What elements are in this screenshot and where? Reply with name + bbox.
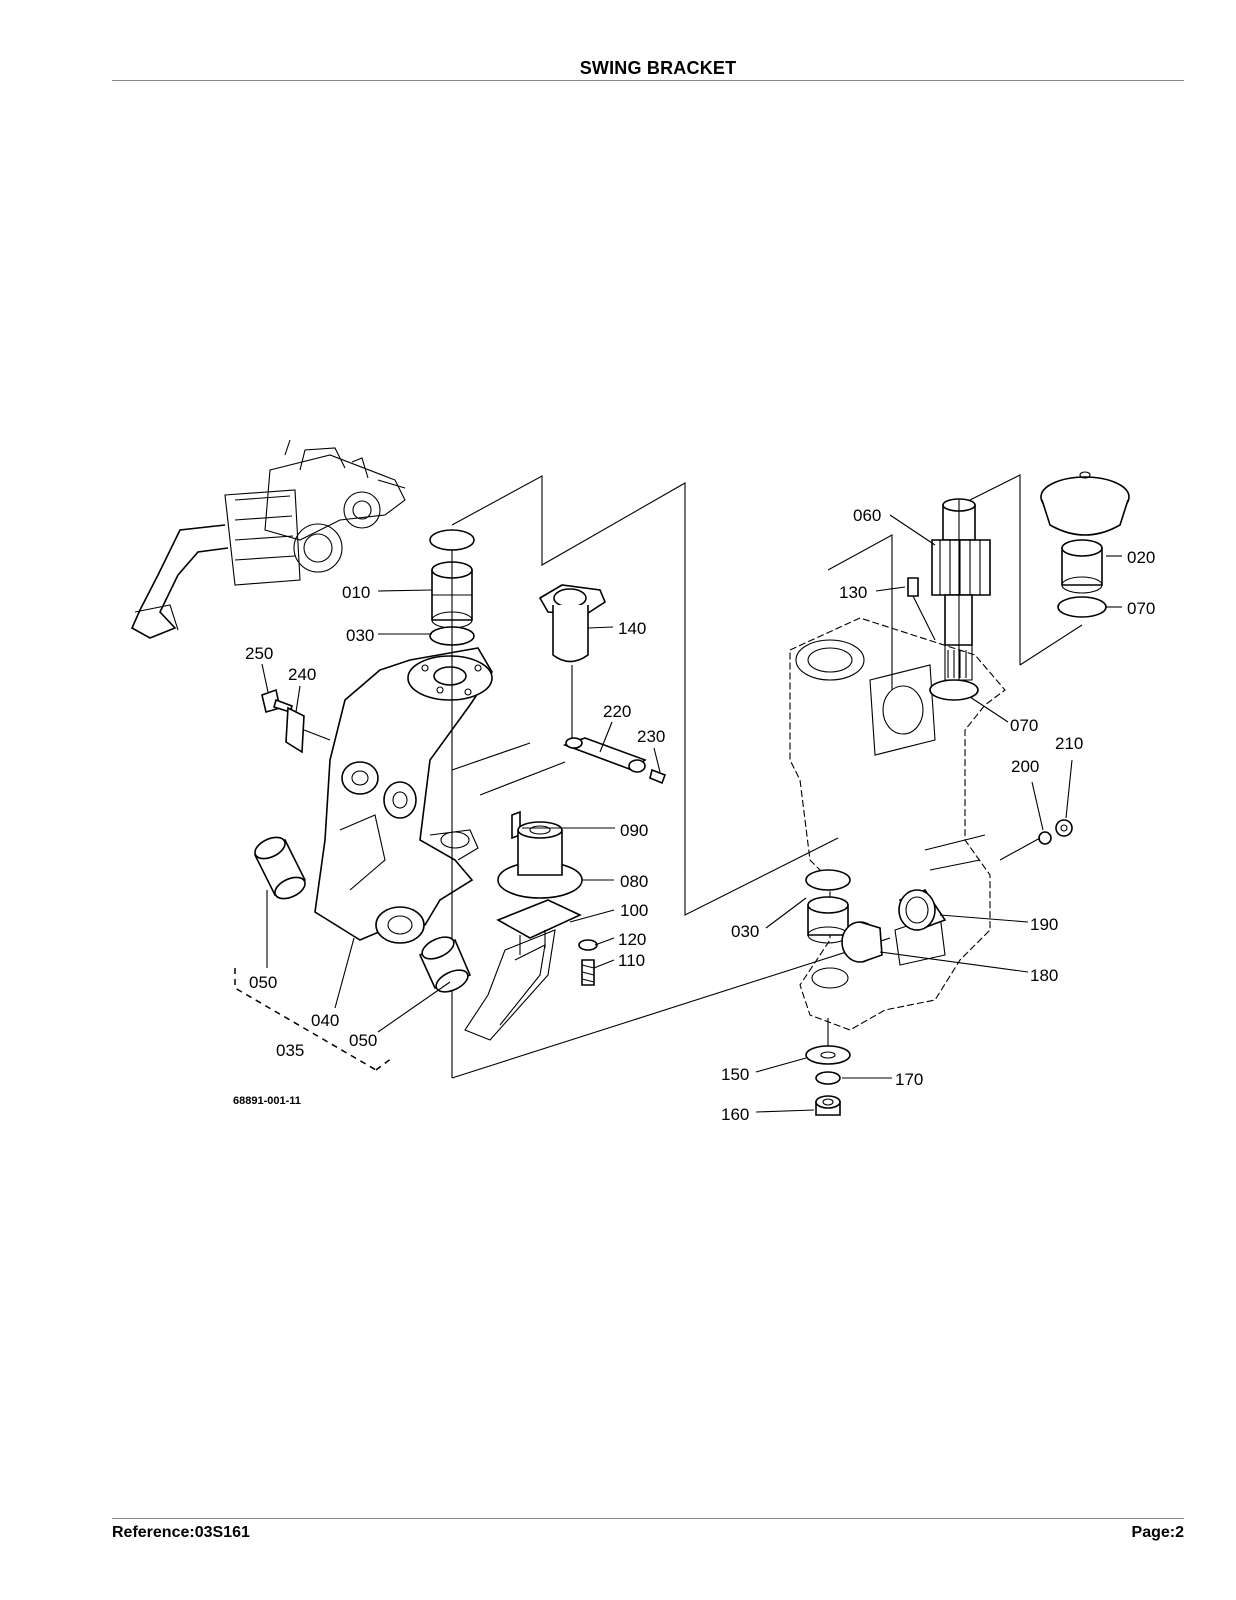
- bushing-050-left: [253, 836, 307, 900]
- seal-070-lower: [929, 679, 979, 701]
- pin-220: [479, 737, 667, 796]
- callout-150: 150: [721, 1065, 749, 1084]
- callout-080: 080: [620, 872, 648, 891]
- assembly-outline-right: [827, 474, 1083, 690]
- callout-210: 210: [1055, 734, 1083, 753]
- callout-060: 060: [853, 506, 881, 525]
- callout-200: 200: [1011, 757, 1039, 776]
- callout-030-lower: 030: [731, 922, 759, 941]
- footer-rule: [112, 1518, 1184, 1519]
- washer-170: [815, 1071, 841, 1085]
- callout-240: 240: [288, 665, 316, 684]
- guard-100: [464, 899, 582, 1041]
- page-title: SWING BRACKET: [579, 58, 737, 78]
- gear-shaft-060: [931, 498, 991, 681]
- callout-160: 160: [721, 1105, 749, 1124]
- swing-bracket-040: [314, 647, 493, 944]
- callout-230: 230: [637, 727, 665, 746]
- leader-lines: [261, 514, 1122, 1113]
- callout-120: 120: [618, 930, 646, 949]
- header-rule: [112, 80, 1184, 81]
- callout-140: 140: [618, 619, 646, 638]
- callout-020: 020: [1127, 548, 1155, 567]
- callout-050-left: 050: [249, 973, 277, 992]
- callout-100: 100: [620, 901, 648, 920]
- callout-010: 010: [342, 583, 370, 602]
- cover-020: [1040, 471, 1130, 618]
- callout-040: 040: [311, 1011, 339, 1030]
- callout-070-lower: 070: [1010, 716, 1038, 735]
- bushing-050-right: [418, 936, 472, 993]
- reference-number: Reference:03S161: [112, 1524, 250, 1541]
- callout-250: 250: [245, 644, 273, 663]
- bushing-180: [841, 921, 883, 963]
- callout-180: 180: [1030, 966, 1058, 985]
- callout-030-upper: 030: [346, 626, 374, 645]
- nut-200: [1038, 831, 1052, 845]
- nut-210: [999, 819, 1073, 861]
- collar-010: [429, 529, 475, 770]
- bushing-190: [898, 889, 947, 931]
- callout-035: 035: [276, 1041, 304, 1060]
- callout-090: 090: [620, 821, 648, 840]
- flange-080: [497, 810, 583, 899]
- swing-case: [789, 617, 1006, 1031]
- callout-070-upper: 070: [1127, 599, 1155, 618]
- page-number: Page:2: [1131, 1524, 1184, 1541]
- nut-160: [815, 1095, 841, 1116]
- callout-220: 220: [603, 702, 631, 721]
- callout-labels: 010 020 030 030 035 040 050 050 060 070 …: [233, 506, 1155, 1124]
- callout-110: 110: [618, 951, 645, 970]
- sleeve-030-lower: [805, 869, 851, 944]
- washer-150: [805, 1018, 851, 1065]
- assembly-035-outline: [234, 968, 393, 1071]
- grease-nipple-130: [907, 577, 936, 641]
- bolt-110: [578, 939, 598, 986]
- figure-code: 68891-001-11: [233, 1095, 301, 1107]
- pin-140: [538, 584, 606, 740]
- callout-170: 170: [895, 1070, 923, 1089]
- callout-130: 130: [839, 583, 867, 602]
- callout-190: 190: [1030, 915, 1058, 934]
- tractor-thumbnail: [130, 439, 406, 639]
- callout-050-right: 050: [349, 1031, 377, 1050]
- bolt-250: [261, 688, 331, 754]
